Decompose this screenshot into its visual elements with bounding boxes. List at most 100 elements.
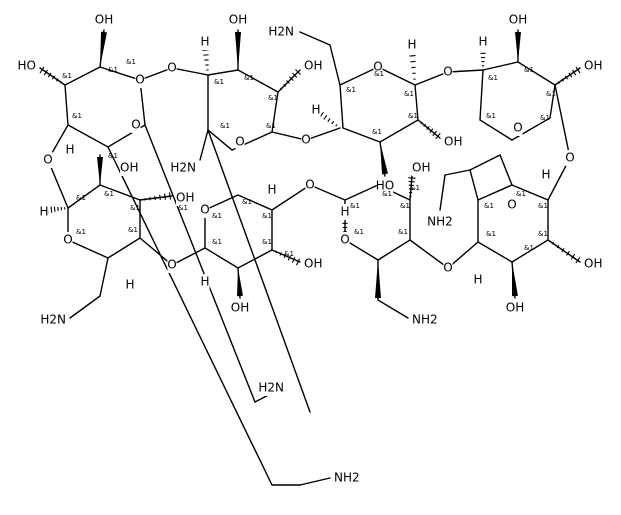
bond	[207, 129, 311, 413]
stereo-descriptor: &1	[214, 78, 224, 86]
bond	[64, 66, 146, 148]
label-backdrop	[584, 58, 601, 74]
stereo-descriptor: &1	[126, 58, 136, 66]
label-backdrop	[200, 202, 210, 218]
hash-stroke	[292, 72, 298, 78]
ring-oxygen: O	[373, 59, 383, 75]
hydrogen-atom-text: H	[200, 275, 209, 289]
hydroxyl-group-text: HO	[376, 179, 394, 193]
amine-group: H2N	[258, 380, 284, 396]
hydroxyl-group-text: OH	[229, 13, 247, 27]
hash-stroke	[429, 128, 434, 134]
hydrogen-atom-text: H	[473, 273, 482, 287]
bond	[469, 154, 501, 171]
label-backdrop	[304, 58, 321, 74]
label-backdrop	[19, 58, 36, 74]
label-backdrop	[507, 197, 517, 213]
bond	[144, 124, 256, 403]
hash-stroke	[43, 69, 48, 76]
hydroxyl-group: OH	[176, 190, 194, 206]
glycosidic-oxygen-text: O	[301, 133, 310, 147]
hash-stroke	[280, 87, 283, 90]
label-backdrop	[235, 134, 245, 150]
ring-oxygen-text: O	[340, 233, 349, 247]
hashed-bond	[144, 192, 172, 201]
hash-stroke	[283, 83, 287, 87]
stereo-descriptor: &1	[374, 70, 384, 78]
hydroxyl-group-text: OH	[444, 135, 462, 149]
amine-group-text: H2N	[268, 25, 294, 39]
wedge-bond	[380, 142, 388, 175]
stereo-descriptor: &1	[546, 90, 556, 98]
hash-stroke	[564, 75, 569, 80]
amine-group: NH2	[427, 214, 453, 230]
hash-stroke	[55, 78, 59, 82]
ring-oxygen: O	[513, 120, 523, 136]
stereo-descriptor: &1	[372, 128, 382, 136]
stereo-descriptor: &1	[538, 230, 548, 238]
hash-stroke	[60, 81, 63, 84]
label-backdrop	[135, 72, 145, 88]
hydroxyl-group-text: OH	[584, 257, 602, 271]
stereo-descriptor: &1	[400, 202, 410, 210]
hash-stroke	[50, 206, 53, 213]
bond	[69, 295, 101, 319]
label-backdrop	[39, 204, 49, 220]
ring-oxygen: O	[63, 232, 73, 248]
glycosidic-oxygen: O	[167, 257, 177, 273]
hydroxyl-group-text: OH	[584, 59, 602, 73]
stereo-descriptor: &1	[108, 152, 118, 160]
stereo-descriptor: &1	[398, 228, 408, 236]
hash-stroke	[572, 69, 577, 76]
ring-oxygen: O	[235, 134, 245, 150]
stereo-descriptor: &1	[484, 202, 494, 210]
stereo-descriptor: &1	[108, 66, 118, 74]
hash-stroke	[323, 114, 328, 120]
hashed-bond	[408, 49, 416, 80]
glycosidic-oxygen-text: O	[565, 151, 574, 165]
hash-stroke	[408, 180, 415, 183]
hash-stroke	[159, 194, 161, 200]
hydroxyl-group-text: OH	[95, 13, 113, 27]
stereo-descriptor: &1	[540, 114, 550, 122]
hydroxyl-group: OH	[95, 12, 113, 28]
label-backdrop	[200, 34, 210, 50]
glycosidic-oxygen-text: O	[443, 261, 452, 275]
amine-group: NH2	[412, 312, 438, 328]
hydrogen-atom-text: H	[478, 35, 487, 49]
ring-oxygen-text: O	[235, 135, 244, 149]
bond	[299, 477, 331, 486]
stereo-descriptor: &1	[220, 122, 230, 130]
amine-group: H2N	[170, 160, 196, 176]
stereo-descriptor: &1	[486, 230, 496, 238]
glycosidic-oxygen-text: O	[167, 258, 176, 272]
label-backdrop	[131, 117, 141, 133]
hydroxyl-group: OH	[509, 12, 527, 28]
hash-stroke	[203, 54, 209, 56]
hydrogen-atom: H	[65, 142, 75, 158]
label-backdrop	[584, 256, 601, 272]
hash-stroke	[575, 66, 581, 74]
label-backdrop	[412, 160, 429, 176]
stereo-descriptor: &1	[516, 190, 526, 198]
stereo-descriptor: &1	[284, 250, 294, 258]
stereo-descriptor: &1	[382, 190, 392, 198]
stereo-descriptor: &1	[242, 198, 252, 206]
label-backdrop	[95, 12, 113, 28]
hash-stroke	[164, 193, 166, 200]
hash-stroke	[561, 247, 565, 253]
label-backdrop	[509, 12, 527, 28]
label-backdrop	[42, 312, 66, 328]
label-backdrop	[172, 160, 196, 176]
hash-stroke	[423, 123, 427, 127]
glycosidic-oxygen: O	[565, 150, 575, 166]
hash-stroke	[408, 177, 416, 179]
hash-stroke	[575, 256, 581, 264]
label-backdrop	[63, 232, 73, 248]
hydroxyl-group: OH	[584, 256, 602, 272]
hash-stroke	[557, 81, 560, 84]
bond	[547, 84, 571, 201]
hydrogen-atom: H	[311, 102, 321, 118]
